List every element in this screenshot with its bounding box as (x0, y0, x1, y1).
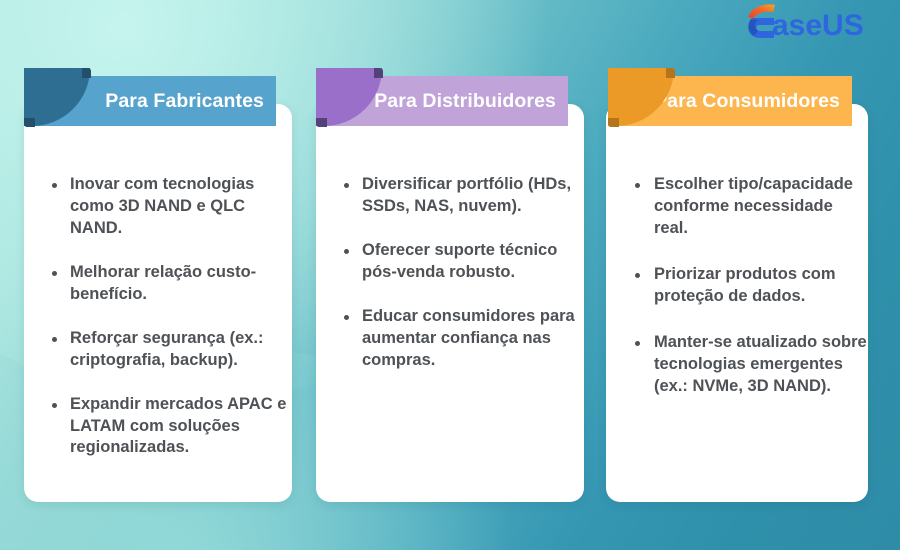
list-item: Diversificar portfólio (HDs, SSDs, NAS, … (344, 174, 582, 218)
card-header-fabricantes: Para Fabricantes (24, 68, 276, 127)
card-title: Para Fabricantes (105, 89, 264, 112)
card-fabricantes (24, 104, 292, 502)
card-header-distribuidores: Para Distribuidores (316, 68, 568, 127)
list-item: Educar consumidores para aumentar confia… (344, 306, 582, 372)
list-item: Reforçar segurança (ex.: criptografia, b… (52, 328, 290, 372)
card-distribuidores (316, 104, 584, 502)
header-notch-top-right (374, 68, 383, 78)
list-item: Melhorar relação custo-benefício. (52, 262, 290, 306)
header-notch-top-right (82, 68, 91, 78)
list-item: Escolher tipo/capacidade conforme necess… (634, 174, 870, 240)
card-title: Para Distribuidores (374, 89, 556, 112)
header-notch-top-right (666, 68, 675, 78)
header-notch-bottom-left (608, 118, 619, 127)
list-item: Oferecer suporte técnico pós-venda robus… (344, 240, 582, 284)
header-notch-bottom-left (24, 118, 35, 127)
list-item: Expandir mercados APAC e LATAM com soluç… (52, 394, 290, 460)
list-item: Priorizar produtos com proteção de dados… (634, 264, 870, 308)
bullet-list-consumidores: Escolher tipo/capacidade conforme necess… (634, 174, 870, 398)
logo-wordmark: aseUS (772, 9, 864, 42)
bullet-list-distribuidores: Diversificar portfólio (HDs, SSDs, NAS, … (344, 174, 582, 372)
card-header-consumidores: Para Consumidores (608, 68, 852, 127)
list-item: Inovar com tecnologias como 3D NAND e QL… (52, 174, 290, 240)
easeus-logo: aseUS (742, 2, 882, 42)
header-banner: Para Fabricantes (24, 76, 276, 126)
card-consumidores (606, 104, 868, 502)
bullet-list-fabricantes: Inovar com tecnologias como 3D NAND e QL… (52, 174, 290, 459)
header-notch-bottom-left (316, 118, 327, 127)
list-item: Manter-se atualizado sobre tecnologias e… (634, 332, 870, 398)
card-title: Para Consumidores (654, 89, 840, 112)
